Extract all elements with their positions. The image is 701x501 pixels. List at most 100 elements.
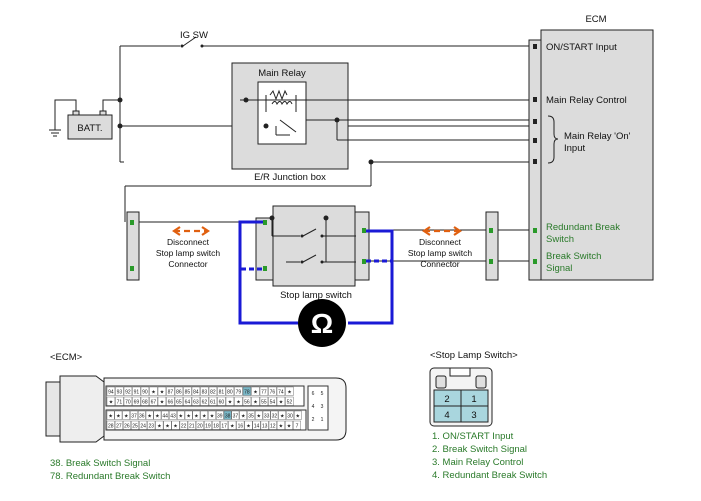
ecm-pin-cell <box>123 386 133 396</box>
slsw-legend-2: 2. Break Switch Signal <box>432 444 527 455</box>
ecm-input-redundant-break: Redundant Break <box>546 222 620 233</box>
ecm-side-pin-label: 2 <box>312 417 315 423</box>
ecm-pin-cell <box>200 386 209 396</box>
ohmmeter: Ω <box>298 299 346 347</box>
junction-box-label: E/R Junction box <box>254 172 326 183</box>
slsw-legend-3: 3. Main Relay Control <box>432 457 523 468</box>
ecm-pin-label: 27 <box>116 424 122 430</box>
ecm-pin-label: ★ <box>279 424 284 430</box>
ecm-pin-cell <box>155 420 164 430</box>
ecm-pin-label: 54 <box>270 400 276 406</box>
ecm-pin-cell <box>132 386 141 396</box>
ecm-pin-cell <box>174 396 184 406</box>
ecm-pin-label: ★ <box>287 424 292 430</box>
ecm-pin-label: 52 <box>287 400 293 406</box>
ecm-input-redundant-break-2: Switch <box>546 234 574 245</box>
left-connector <box>126 211 140 281</box>
left-disconnect-line3: Connector <box>168 259 207 269</box>
ecm-pin-cell <box>228 420 237 430</box>
ig-switch: IG SW <box>120 30 529 48</box>
ecm-pin-label: ★ <box>246 424 251 430</box>
ecm-pin-label: 74 <box>278 390 284 396</box>
ecm-title: ECM <box>585 14 606 25</box>
ecm-pin-label: 86 <box>176 390 182 396</box>
ecm-pin-label: 12 <box>270 424 276 430</box>
ecm-pin-label: 33 <box>264 414 270 420</box>
right-disconnect-line3: Connector <box>420 259 459 269</box>
ecm-pin-cell <box>239 410 248 420</box>
stop-switch-connector-title: <Stop Lamp Switch> <box>430 350 518 361</box>
ecm-pin-label: 35 <box>248 414 254 420</box>
ecm-pin-cell <box>242 396 252 406</box>
ohm-probe-wires <box>238 220 394 325</box>
junction-box: Main Relay E/R Junction box <box>231 62 349 183</box>
ecm-pin-cell <box>169 410 177 420</box>
ecm-pin-cell <box>208 410 216 420</box>
right-connector <box>485 211 499 281</box>
ecm-pin-cell <box>260 420 269 430</box>
stop-lamp-switch: Stop lamp switch <box>255 205 370 301</box>
ecm-pin-label: 78 <box>244 390 250 396</box>
ecm-pin-cell <box>208 386 218 396</box>
ecm-pin-label: 13 <box>262 424 268 430</box>
ecm-input-on-start: ON/START Input <box>546 42 617 53</box>
ecm-pin-cell <box>262 410 271 420</box>
ecm-side-pin-label: 4 <box>312 404 315 410</box>
ecm-pin-cell <box>179 420 188 430</box>
ecm-pin-cell <box>192 410 201 420</box>
ecm-pin-cell <box>106 410 115 420</box>
ecm-pin-label: ★ <box>160 390 165 396</box>
ecm-pin-cell <box>149 386 158 396</box>
ecm-pin-label: 83 <box>202 390 208 396</box>
ecm-legend-38: 38. Break Switch Signal <box>50 458 150 469</box>
ecm-pin-cell <box>268 386 277 396</box>
ecm-side-pin-label: 5 <box>321 391 324 397</box>
ecm-pin-label: 16 <box>238 424 244 430</box>
ecm-pin-label: 79 <box>236 390 242 396</box>
ecm-pin-cell <box>286 410 294 420</box>
ecm-pin-cell <box>200 410 209 420</box>
ecm-pin-cell <box>285 396 294 406</box>
ecm-pin-label: 7 <box>296 424 299 430</box>
right-disconnect-arrow <box>422 226 462 236</box>
ecm-pin-label: 62 <box>202 400 208 406</box>
ecm-terminals <box>533 44 537 264</box>
ecm-pin-cell <box>166 386 175 396</box>
ecm-pin-label: ★ <box>287 390 292 396</box>
stop-lamp-switch-label: Stop lamp switch <box>280 290 352 301</box>
ecm-pin-cell <box>200 396 209 406</box>
ecm-pin-cell <box>114 410 123 420</box>
ecm-pin-label: 25 <box>132 424 138 430</box>
main-relay-label: Main Relay <box>258 68 306 79</box>
ecm-pin-cell <box>236 420 245 430</box>
ecm-pin-label: 94 <box>108 390 114 396</box>
ecm-pin-label: ★ <box>108 414 113 420</box>
ecm-pin-cell <box>217 396 226 406</box>
ecm-pin-label: 67 <box>151 400 157 406</box>
ecm-pin-label: 69 <box>134 400 140 406</box>
ecm-legend-78: 78. Redundant Break Switch <box>50 471 170 482</box>
ecm-pin-cell <box>191 386 201 396</box>
right-disconnect-line1: Disconnect <box>419 237 462 247</box>
ecm-pin-label: 61 <box>210 400 216 406</box>
ecm-pin-cell <box>163 420 172 430</box>
ecm-pin-label: 14 <box>254 424 260 430</box>
ecm-pin-cell <box>276 420 285 430</box>
ecm-pin-cell <box>278 410 287 420</box>
slsw-pin-4: 4 <box>444 410 449 421</box>
ecm-pin-label: 38 <box>225 414 231 420</box>
slsw-legend-1: 1. ON/START Input <box>432 431 514 442</box>
ecm-pin-label: 20 <box>197 424 203 430</box>
ecm-pin-label: 23 <box>148 424 154 430</box>
ecm-pin-label: ★ <box>228 400 233 406</box>
ecm-pin-label: ★ <box>279 400 284 406</box>
ecm-pin-cell <box>223 410 232 420</box>
ecm-pin-label: 68 <box>142 400 148 406</box>
ecm-pin-cell <box>139 420 148 430</box>
ecm-pin-cell <box>215 410 224 420</box>
ecm-input-break-switch: Break Switch <box>546 251 601 262</box>
ecm-pin-cell <box>123 396 133 406</box>
ecm-pin-cell <box>153 410 162 420</box>
